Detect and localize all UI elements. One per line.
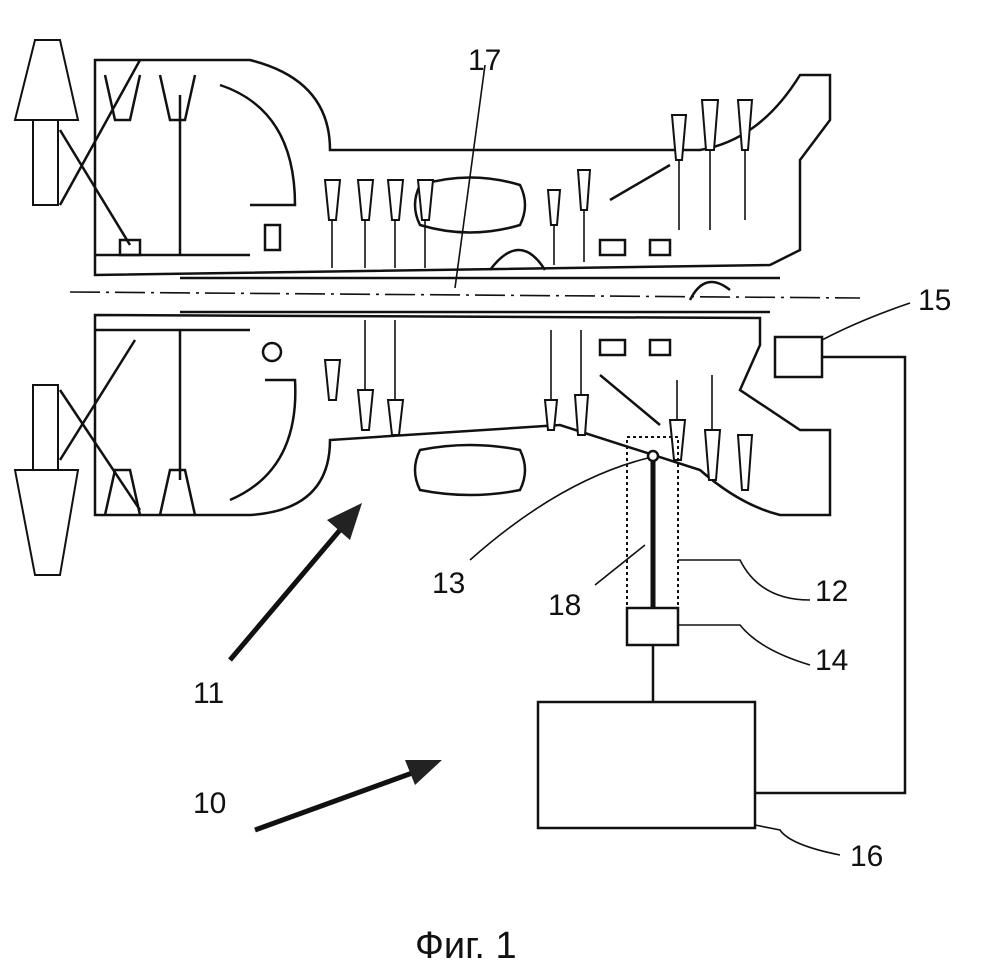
label-13: 13 (432, 567, 465, 600)
label-17: 17 (468, 44, 501, 77)
figure-caption: Фиг. 1 (415, 925, 517, 967)
control-unit-16 (538, 702, 755, 828)
label-16: 16 (850, 840, 883, 873)
label-15: 15 (918, 284, 951, 317)
wiring (653, 357, 905, 793)
arrow-11 (230, 503, 362, 660)
label-14: 14 (815, 644, 848, 677)
shaft (70, 278, 860, 312)
engine-lower-half (60, 315, 830, 515)
label-10: 10 (193, 787, 226, 820)
label-11: 11 (193, 677, 224, 710)
sensor-box-15 (775, 337, 822, 377)
sensor-box-14 (627, 608, 678, 645)
fan-blade-upper (15, 40, 78, 205)
probe-18 (627, 437, 678, 608)
label-18: 18 (548, 589, 581, 622)
label-12: 12 (815, 575, 848, 608)
engine-upper-half (60, 60, 830, 300)
arrow-10 (255, 760, 442, 830)
fan-blade-lower (15, 385, 78, 575)
